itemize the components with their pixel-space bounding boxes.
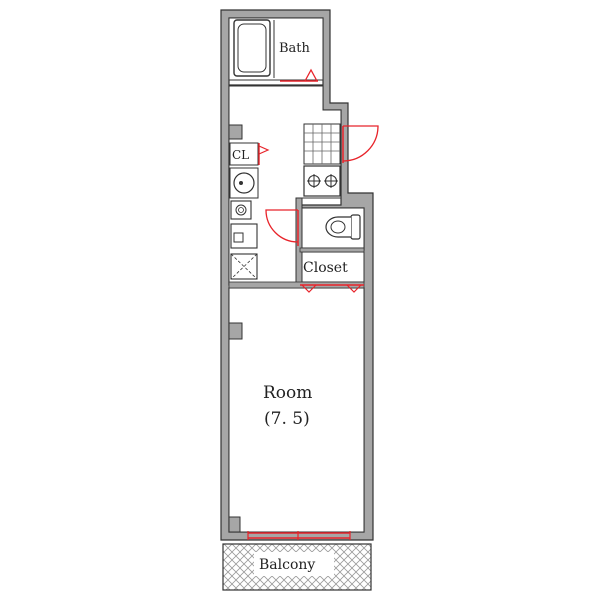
wall-notch bbox=[228, 516, 241, 533]
toilet-icon bbox=[325, 214, 361, 240]
stove-icon bbox=[303, 165, 341, 197]
bathtub-icon bbox=[233, 19, 271, 77]
room-size-label: (7. 5) bbox=[264, 409, 310, 429]
partition-wall bbox=[299, 247, 365, 253]
wall-notch bbox=[228, 322, 243, 340]
cl-box bbox=[229, 142, 259, 166]
balcony-window bbox=[247, 531, 351, 540]
main-room bbox=[228, 287, 365, 533]
balcony-label-bg bbox=[254, 552, 334, 576]
water-heater-icon bbox=[230, 200, 252, 220]
entrance-door bbox=[342, 125, 379, 163]
room-label: Room bbox=[263, 383, 312, 403]
kitchen-counter bbox=[303, 123, 341, 165]
cl-door bbox=[258, 143, 270, 165]
vanity-icon bbox=[230, 223, 258, 249]
wall-notch bbox=[228, 124, 243, 140]
balcony-label: Balcony bbox=[259, 557, 315, 573]
bath-door bbox=[280, 68, 318, 82]
washer-space-icon bbox=[230, 253, 258, 280]
washbasin-icon bbox=[229, 167, 259, 199]
bath-label: Bath bbox=[279, 41, 311, 56]
closet-room bbox=[299, 251, 365, 283]
toilet-door bbox=[265, 209, 299, 246]
cl-label: CL bbox=[232, 148, 249, 162]
closet-door bbox=[300, 284, 364, 293]
closet-label: Closet bbox=[303, 260, 348, 276]
